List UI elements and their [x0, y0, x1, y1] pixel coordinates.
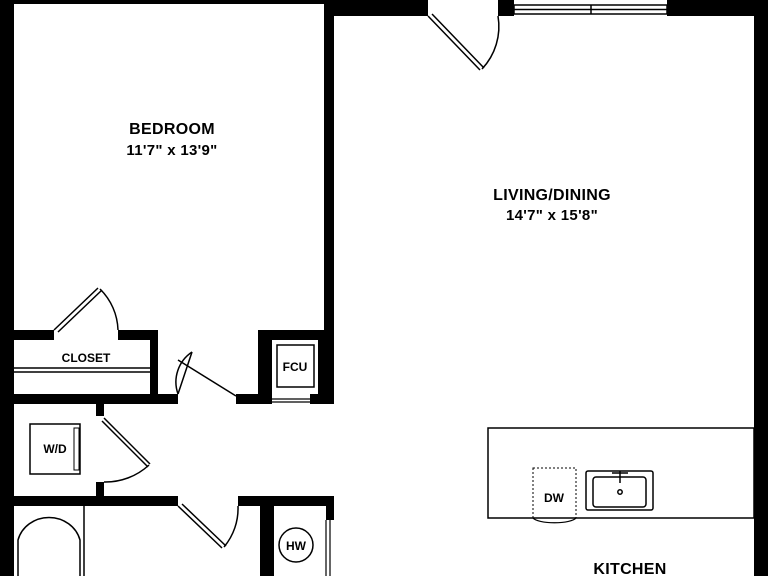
dishwasher-box	[532, 467, 577, 519]
wall-bath-top-right	[238, 496, 334, 506]
wall-corridor-right	[236, 394, 262, 404]
hw-door	[325, 520, 331, 576]
window-icon	[513, 4, 668, 15]
hw-label: HW	[286, 539, 307, 553]
wall-fcu-bottom	[310, 394, 334, 404]
wd-label: W/D	[43, 442, 67, 456]
wall-closet-bottom	[14, 394, 178, 404]
wall-fcu-left	[258, 330, 272, 404]
wall-closet-right	[150, 330, 158, 394]
closet-label: CLOSET	[62, 351, 111, 365]
wall-left-exterior	[0, 0, 14, 576]
wall-bath-top	[14, 496, 178, 506]
washer-dryer-box	[29, 423, 81, 475]
kitchen-name: KITCHEN	[593, 561, 666, 576]
wall-top-bedroom	[14, 0, 338, 4]
door-swing-icon	[53, 13, 500, 549]
bedroom-dimensions: 11'7" x 13'9"	[126, 142, 217, 159]
wall-hw-left	[260, 506, 274, 576]
wall-top-living-a	[334, 0, 428, 16]
wall-top-living-b	[498, 0, 514, 16]
fcu-box	[276, 344, 315, 388]
bathtub-icon	[17, 506, 85, 576]
closet-shelf	[14, 367, 150, 373]
wall-top-living-c	[667, 0, 768, 16]
wall-bedroom-bottom-right	[118, 330, 158, 340]
wall-fcu-right	[318, 330, 334, 404]
wall-wd-right-bottom	[96, 482, 104, 498]
sink-icon	[585, 470, 654, 511]
bedroom-name: BEDROOM	[129, 121, 215, 138]
wall-fcu-top	[258, 330, 334, 340]
fcu-label: FCU	[283, 360, 308, 374]
dishwasher-swing	[532, 517, 577, 524]
water-heater-tank	[278, 527, 314, 563]
living-dining-name: LIVING/DINING	[493, 187, 611, 204]
wall-hw-right	[326, 506, 334, 520]
wall-right-exterior	[754, 16, 768, 576]
washer-dryer-panel	[73, 427, 80, 471]
dw-label: DW	[544, 491, 565, 505]
living-dining-dimensions: 14'7" x 15'8"	[506, 207, 598, 224]
fcu-door	[272, 398, 310, 403]
wall-wd-right-top	[96, 404, 104, 416]
wall-bedroom-bottom-left	[14, 330, 54, 340]
wall-bedroom-living	[324, 0, 334, 330]
